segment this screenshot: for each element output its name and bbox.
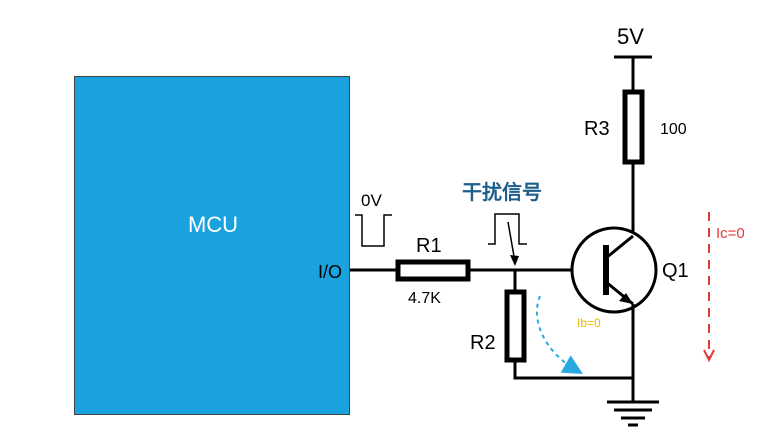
r1-value-label: 4.7K (408, 290, 441, 307)
low-signal-label: 0V (361, 191, 382, 210)
r1-body (395, 259, 471, 282)
q1-circle (570, 226, 658, 314)
io-pin-label: I/O (318, 262, 342, 282)
noise-injection-arrow (507, 221, 516, 263)
ib-current-label: Ib=0 (577, 316, 601, 330)
r3-body (622, 89, 645, 165)
mcu-block: MCU (74, 76, 350, 415)
low-pulse-waveform (355, 214, 392, 247)
diverted-current-arrow (535, 295, 583, 375)
supply-label: 5V (617, 24, 644, 49)
noise-arrow-head (510, 255, 519, 266)
q1-label: Q1 (662, 260, 689, 282)
r3-value-label: 100 (660, 121, 687, 138)
q1-collector-lead (605, 234, 634, 260)
r2-name-label: R2 (470, 332, 496, 354)
noise-signal-label: 干扰信号 (462, 180, 542, 204)
ic-arrow-head (703, 349, 715, 363)
ic-current-label: Ic=0 (716, 225, 745, 242)
q1-emitter-arrow (619, 293, 633, 304)
r2-ground-wire (513, 360, 633, 380)
r1-name-label: R1 (416, 235, 442, 257)
r2-body (504, 289, 527, 363)
r3-name-label: R3 (584, 118, 610, 140)
noise-pulse-waveform (488, 213, 527, 245)
mcu-label: MCU (187, 212, 239, 237)
